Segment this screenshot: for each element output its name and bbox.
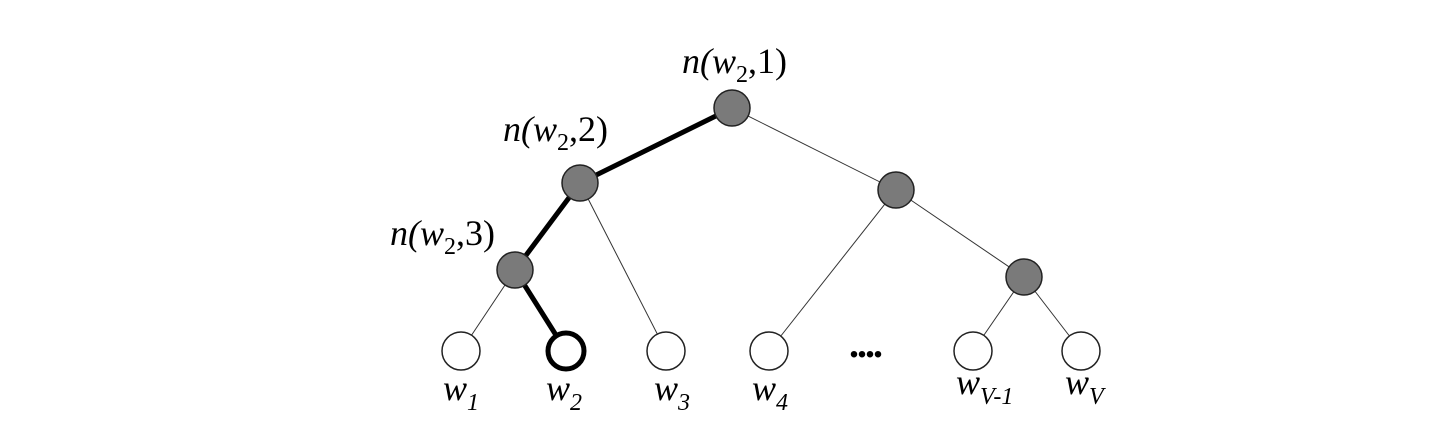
leaf-label-wv-1: wV-1 (956, 362, 1013, 410)
path-edge-n1-n2 (577, 105, 735, 186)
inner-node-right (877, 171, 915, 209)
leaf-node-wv-1 (953, 331, 993, 371)
leaf-label-w2: w2 (546, 368, 582, 416)
edge-right-lower (895, 189, 1025, 278)
leaf-node-w2 (545, 330, 587, 372)
leaf-label-wv: wV (1065, 362, 1106, 410)
leaf-node-w4 (749, 331, 789, 371)
edge-n2-w3 (579, 182, 667, 352)
leaf-nodes (441, 330, 1101, 372)
label-n1: n(w2,1) (682, 41, 787, 88)
leaf-label-w3: w3 (654, 368, 690, 416)
inner-node-n3 (496, 251, 534, 289)
leaf-node-wv (1061, 331, 1101, 371)
inner-node-right-lower (1005, 258, 1043, 296)
inner-nodes (496, 89, 1043, 296)
label-n3: n(w2,3) (390, 213, 495, 260)
ellipsis: .... (849, 321, 882, 366)
leaf-label-w1: w1 (443, 368, 479, 416)
leaf-node-w3 (646, 331, 686, 371)
edge-root-right (731, 107, 897, 191)
leaf-label-w4: w4 (752, 368, 788, 416)
edge-right-w4 (768, 189, 897, 352)
inner-node-n2 (561, 164, 599, 202)
label-n2: n(w2,2) (503, 109, 608, 156)
leaf-node-w1 (441, 331, 481, 371)
inner-node-n1 (713, 89, 751, 127)
